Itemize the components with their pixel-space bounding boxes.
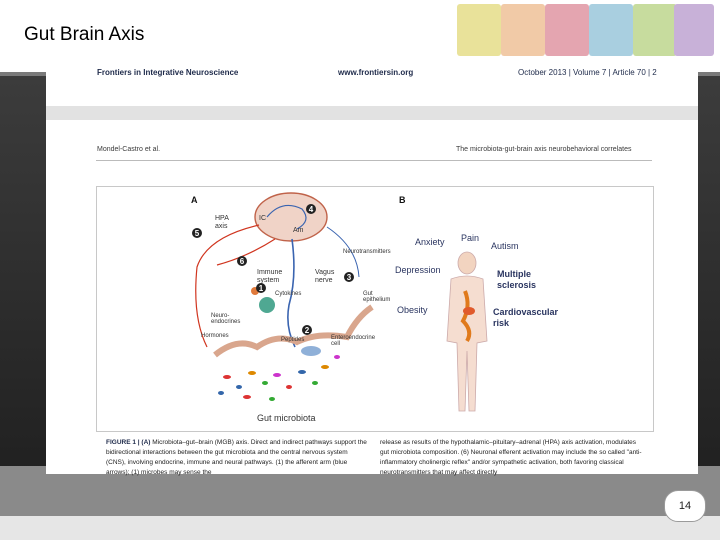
puzzle-piece-blue [589,4,633,56]
page-gap [46,106,698,120]
label-gut-microbiota: Gut microbiota [257,413,316,423]
journal-name: Frontiers in Integrative Neuroscience [97,68,239,77]
condition-depression: Depression [395,265,441,275]
mgb-axis-diagram: 1 2 3 4 5 6 [192,192,374,401]
condition-multiple-sclerosis-1: Multiple [497,269,531,279]
efferent-arrow [216,238,276,266]
slide-number-badge: 14 [664,490,706,522]
label-ic: IC [259,215,266,222]
slide-title: Gut Brain Axis [24,24,145,45]
step-markers: 1 2 3 4 5 6 [192,204,354,335]
figure-box: A B [96,186,654,432]
issue-info: October 2013 | Volume 7 | Article 70 | 2 [518,68,657,77]
slide-number: 14 [678,500,692,512]
label-hpa: HPA [215,215,229,222]
svg-text:6: 6 [240,257,245,266]
article-authors: Mondel-Castro et al. [97,146,161,153]
svg-text:5: 5 [195,229,200,238]
article-page-image: Frontiers in Integrative Neuroscience ww… [46,60,698,476]
label-vagus: Vagus [315,269,335,276]
hpa-arrow [195,224,260,348]
journal-website: www.frontiersin.org [338,68,414,77]
body-figure [446,251,488,412]
slide-footer-strip [0,516,720,540]
vagus-nerve-path [287,238,296,348]
panel-b-label: B [399,195,406,205]
condition-pain: Pain [461,233,480,243]
header-rule [96,160,652,161]
gut-microbes [218,355,340,401]
puzzle-piece-pink [545,4,589,56]
label-system: system [257,277,280,284]
label-axis: axis [215,223,228,230]
brain-fold-path [266,204,307,230]
label-neurotransmitters: Neurotransmitters [343,249,391,255]
label-hormones: Hormones [201,333,229,339]
condition-obesity: Obesity [397,305,428,315]
svg-text:3: 3 [347,273,352,282]
caption-label: FIGURE 1 | (A) [106,439,151,446]
condition-cardiovascular-2: risk [493,318,510,328]
label-neuro-endocrines: Neuro-endocrines [211,313,241,325]
afferent-arrow [326,226,360,278]
puzzle-piece-orange [501,4,545,56]
caption-left-text: Microbiota–gut–brain (MGB) axis. Direct … [106,439,367,476]
label-immune: Immune [257,269,283,276]
slide-background-gray [0,466,720,518]
label-cytokines: Cytokines [275,291,302,297]
label-enteroendocrine-cell: Enteroendocrine cell [331,335,376,347]
puzzle-piece-yellow [457,4,501,56]
condition-cardiovascular-1: Cardiovascular [493,307,559,317]
label-nerve: nerve [315,277,333,284]
puzzle-piece-green [633,4,677,56]
condition-autism: Autism [491,241,519,251]
panel-a-label: A [191,195,198,205]
article-running-title: The microbiota-gut-brain axis neurobehav… [456,146,632,153]
label-am: Am [293,227,304,234]
caption-right-text: release as results of the hypothalamic–p… [380,439,642,476]
figure-caption-right: release as results of the hypothalamic–p… [380,438,642,478]
label-gut-epithelium: Gut epithelium [363,291,391,303]
svg-text:1: 1 [259,284,264,293]
gut-epithelium [213,304,374,358]
enteroendocrine-cell [301,346,321,356]
svg-text:2: 2 [305,326,310,335]
label-peptides: Peptides [281,337,305,343]
condition-multiple-sclerosis-2: sclerosis [497,280,537,290]
puzzle-piece-purple [674,4,714,56]
figure-caption-left: FIGURE 1 | (A) Microbiota–gut–brain (MGB… [106,438,368,478]
condition-anxiety: Anxiety [415,237,445,247]
svg-text:4: 4 [309,205,314,214]
immune-cell [259,297,275,313]
